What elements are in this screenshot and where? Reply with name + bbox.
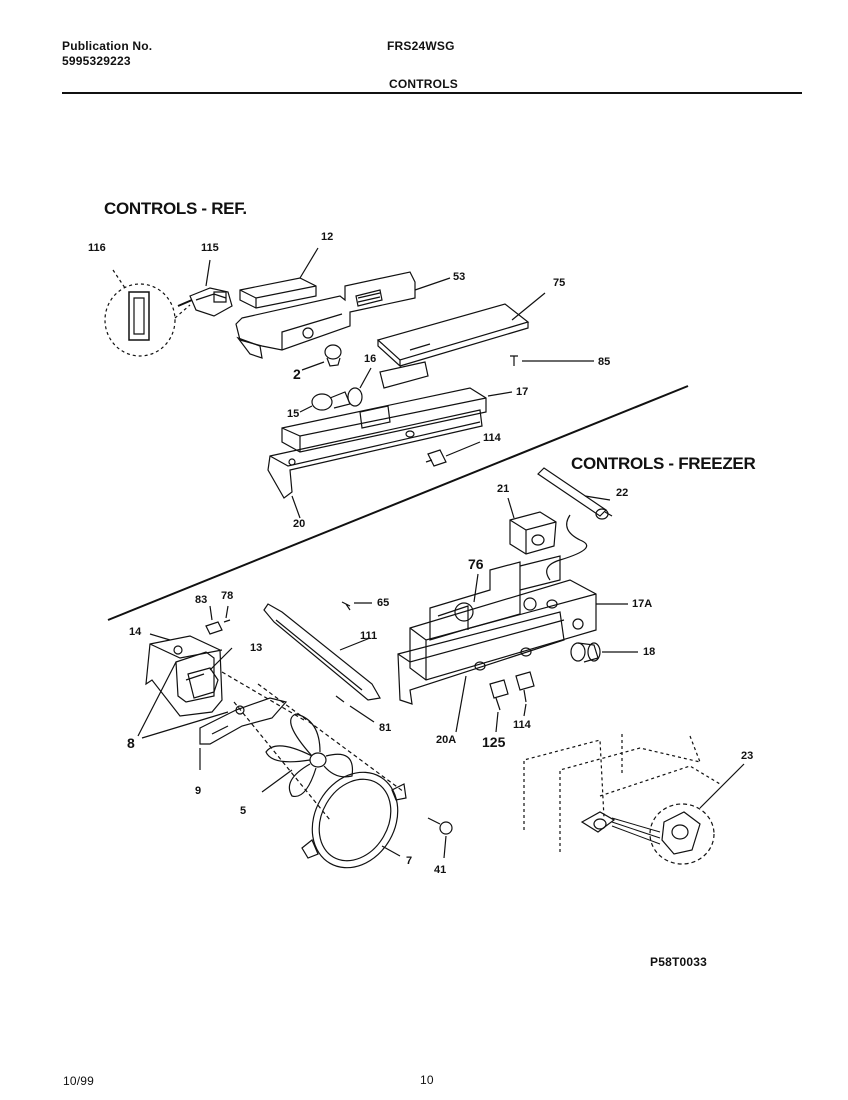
- part-23-inset-detail: [524, 734, 744, 864]
- callout-81: 81: [379, 722, 392, 734]
- callout-14: 14: [129, 626, 142, 638]
- callout-21: 21: [497, 483, 510, 495]
- callout-22: 22: [616, 487, 629, 499]
- callout-53: 53: [453, 271, 466, 283]
- page-number: 10: [420, 1073, 434, 1087]
- callout-75: 75: [553, 277, 566, 289]
- callout-111: 111: [360, 630, 378, 642]
- part-85-screw: [510, 356, 594, 366]
- callout-7: 7: [406, 855, 413, 867]
- part-2-knob: [302, 345, 341, 370]
- part-115-socket: [178, 260, 232, 316]
- callout-5: 5: [240, 805, 247, 817]
- freezer-section-title: CONTROLS - FREEZER: [571, 454, 756, 473]
- footer-date: 10/99: [63, 1074, 95, 1088]
- callout-18: 18: [643, 646, 656, 658]
- part-20a-housing: [398, 612, 564, 732]
- part-53-control-housing: [236, 272, 450, 358]
- part-15-16-bulb: [300, 362, 428, 412]
- part-14-fan-bracket: [146, 634, 222, 716]
- part-13-fan-motor: [188, 648, 232, 698]
- callout-115: 115: [201, 242, 219, 254]
- part-lower-bracket: [200, 698, 286, 744]
- callout-17a: 17A: [632, 598, 653, 610]
- callout-15: 15: [287, 408, 300, 420]
- part-12-light-shield: [240, 248, 318, 308]
- part-65-screw: [342, 602, 372, 610]
- part-18-knob: [571, 643, 638, 662]
- callout-16: 16: [364, 353, 377, 365]
- callout-9: 9: [195, 785, 202, 797]
- part-21-thermostat: [508, 498, 556, 554]
- publication-label: Publication No.: [62, 39, 153, 53]
- part-125-114-connectors: [490, 672, 534, 732]
- callout-114-bottom: 114: [513, 719, 531, 731]
- part-17-bracket: [282, 388, 512, 452]
- divider-line: [108, 386, 688, 620]
- part-17a-housing: [410, 580, 628, 680]
- publication-number: 5995329223: [62, 54, 131, 68]
- callout-78: 78: [221, 590, 234, 602]
- part-41-screw: [428, 818, 452, 858]
- part-81-screw: [336, 696, 374, 722]
- callout-65: 65: [377, 597, 390, 609]
- callout-116: 116: [88, 242, 106, 254]
- assembly-guides: [222, 672, 404, 820]
- callout-76: 76: [468, 556, 484, 572]
- part-75-cover-plate: [378, 293, 545, 366]
- drawing-code: P58T0033: [650, 955, 707, 969]
- part-5-fan-blade: [262, 714, 352, 796]
- part-76-bracket: [430, 556, 560, 640]
- part-114-connector-top: [426, 442, 480, 466]
- callout-20: 20: [293, 518, 306, 530]
- callout-114-top: 114: [483, 432, 501, 444]
- part-111-strap: [264, 604, 380, 700]
- part-83-78-clips: [206, 606, 230, 634]
- callout-17: 17: [516, 386, 529, 398]
- callout-23: 23: [741, 750, 754, 762]
- part-22-capillary: [538, 468, 612, 580]
- callout-41: 41: [434, 864, 447, 876]
- part-7-fan-shroud: [295, 757, 414, 884]
- callout-12: 12: [321, 231, 334, 243]
- callout-13: 13: [250, 642, 263, 654]
- callout-83: 83: [195, 594, 208, 606]
- callout-2: 2: [293, 366, 301, 382]
- section-title: CONTROLS: [389, 77, 458, 91]
- ref-section-title: CONTROLS - REF.: [104, 199, 247, 218]
- part-116-lamp-detail: [105, 270, 190, 356]
- callout-8: 8: [127, 735, 135, 751]
- callout-85: 85: [598, 356, 611, 368]
- model-number: FRS24WSG: [387, 39, 455, 53]
- callout-20a: 20A: [436, 734, 457, 746]
- part-8-leaders: [138, 662, 228, 770]
- callout-125: 125: [482, 734, 506, 750]
- header-rule: [62, 92, 802, 94]
- part-20-housing: [268, 410, 482, 518]
